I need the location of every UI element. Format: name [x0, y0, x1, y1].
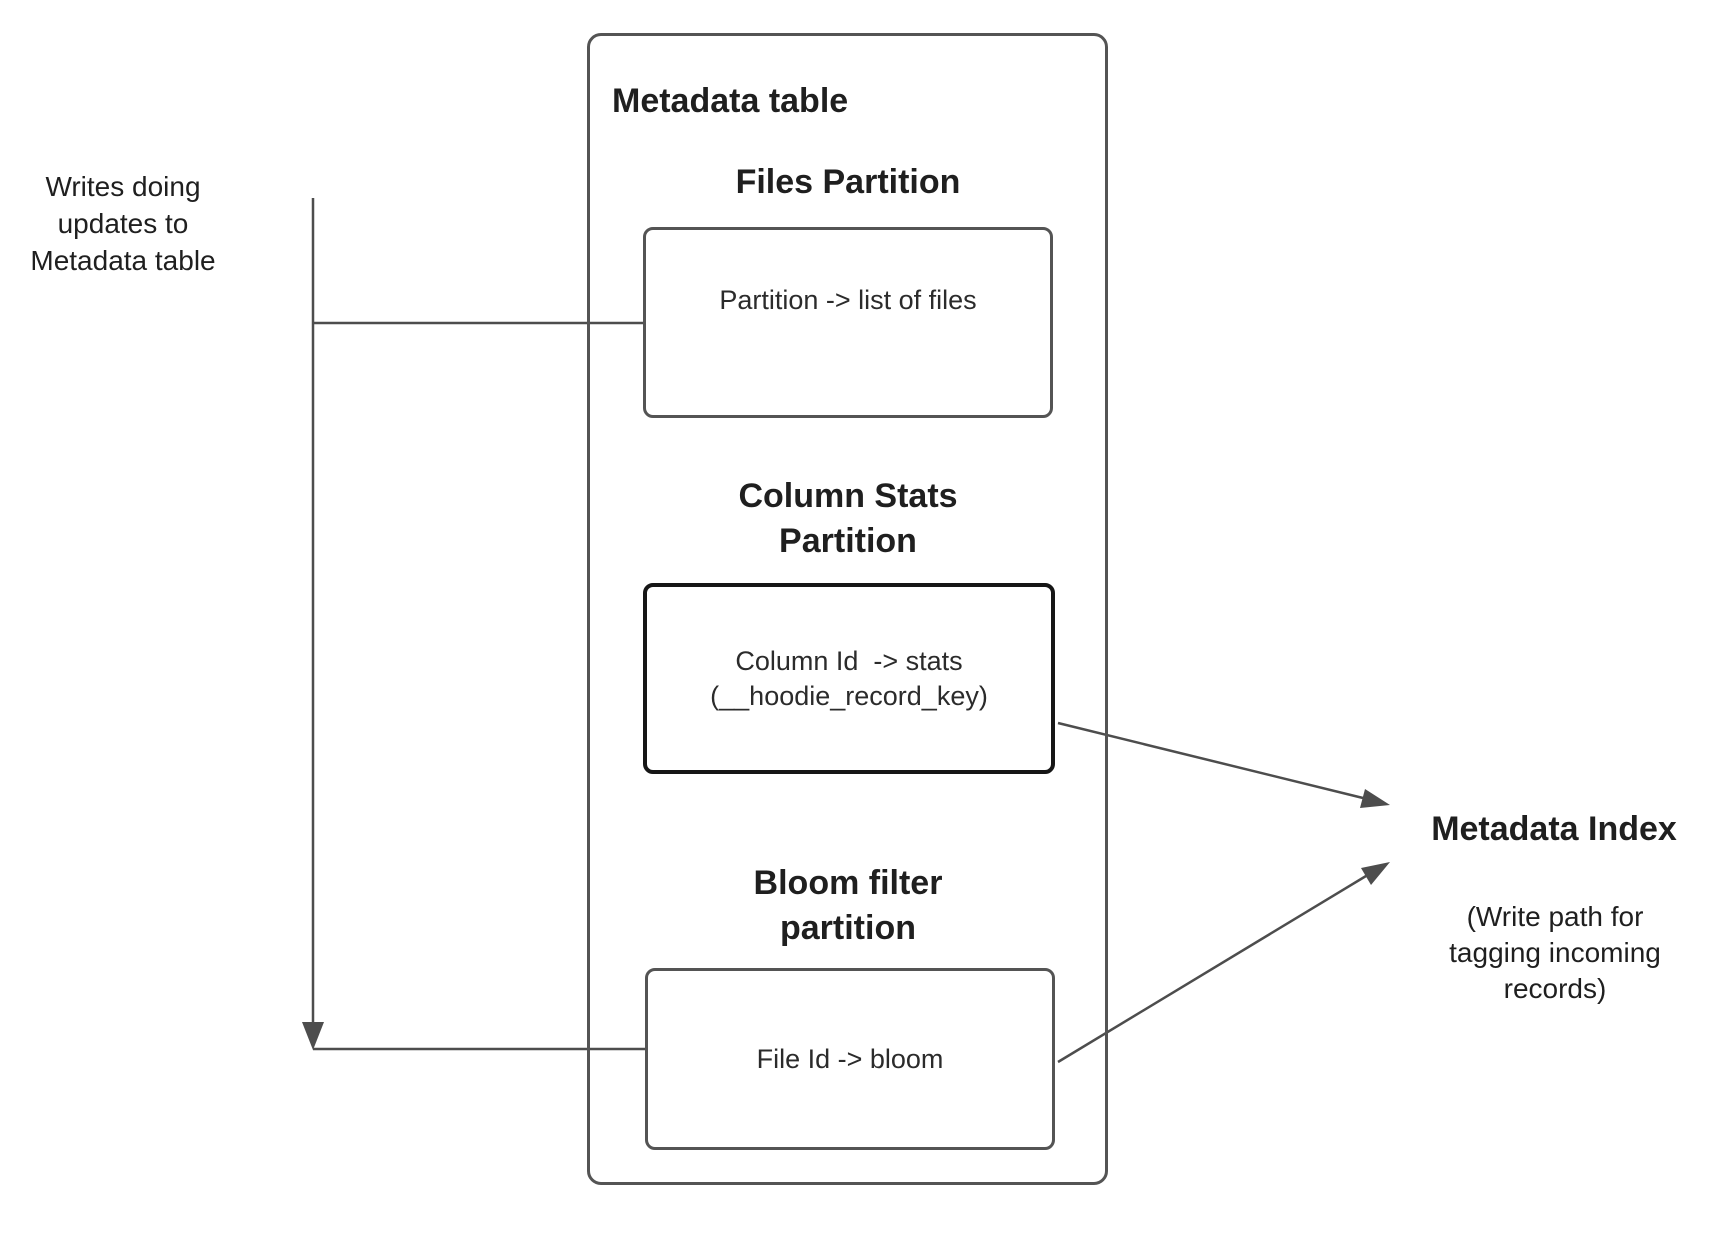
colstats-to-index-line [1057, 721, 1364, 800]
metadata-table-box [587, 33, 1108, 1185]
files-partition-body: Partition -> list of files [719, 284, 977, 315]
bloom-filter-partition-header: Bloom filter partition [753, 864, 943, 947]
writes-note: Writes doing updates to Metadata table [30, 171, 216, 276]
files-partition-header: Files Partition [735, 163, 961, 201]
arrow-down-icon [302, 1022, 324, 1050]
column-stats-partition-body: Column Id -> stats (__hoodie_record_key) [710, 645, 988, 711]
column-stats-partition-header: Column Stats Partition [738, 477, 958, 560]
bloom-filter-partition-body: File Id -> bloom [756, 1043, 944, 1074]
metadata-table-title: Metadata table [612, 82, 849, 120]
metadata-index-title: Metadata Index [1431, 810, 1677, 848]
arrow-up-right-icon [1361, 862, 1390, 885]
metadata-index-subtitle: (Write path for tagging incoming records… [1449, 901, 1661, 1004]
column-stats-partition-box: Column Id -> stats (__hoodie_record_key) [643, 583, 1055, 774]
bloom-filter-partition-box: File Id -> bloom [645, 968, 1055, 1150]
arrow-right-icon [1360, 789, 1390, 808]
bloom-to-index-line [1057, 874, 1367, 1064]
files-partition-box: Partition -> list of files [643, 227, 1053, 418]
